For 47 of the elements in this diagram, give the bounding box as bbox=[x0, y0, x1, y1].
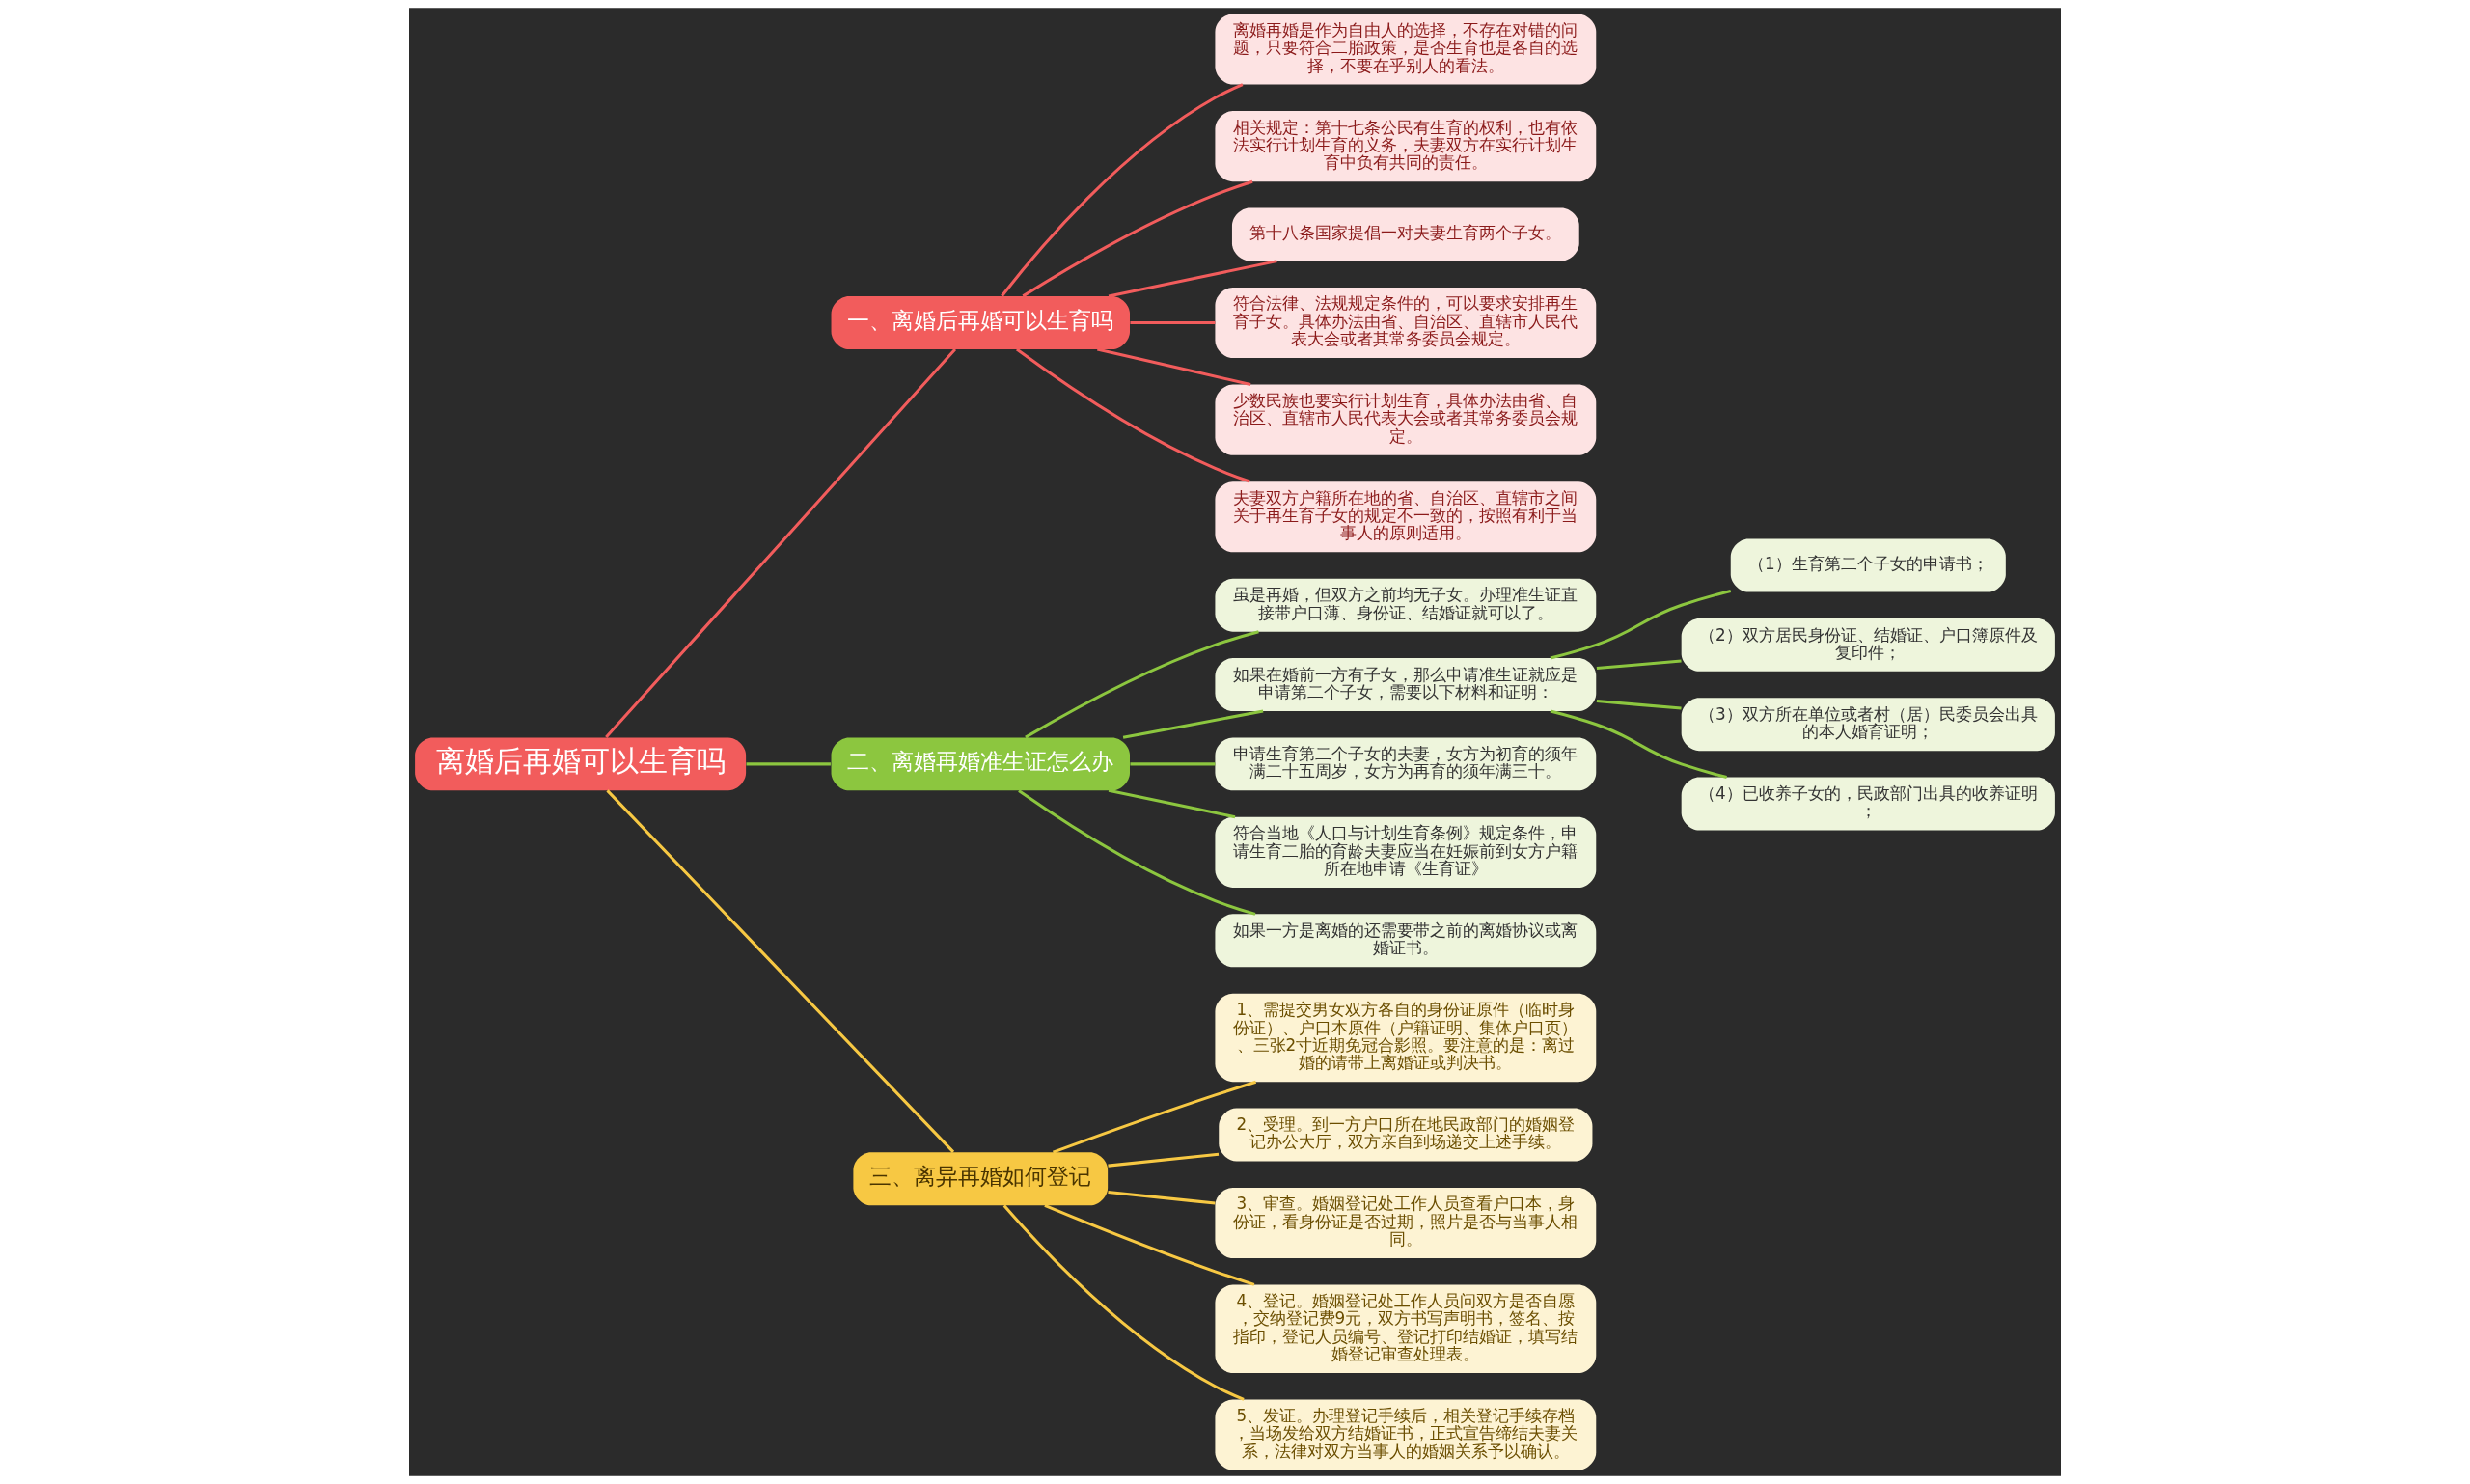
connector bbox=[746, 762, 831, 766]
node-box: （3）双方所在单位或者村（居）民委员会出具的本人婚育证明； bbox=[1681, 698, 2055, 752]
connector bbox=[1130, 321, 1216, 325]
connector bbox=[1016, 347, 1250, 483]
node-box: 虽是再婚，但双方之前均无子女。办理准生证直接带户口薄、身份证、结婚证就可以了。 bbox=[1215, 578, 1597, 632]
connector bbox=[1097, 347, 1251, 386]
node-box: 符合当地《人口与计划生育条例》规定条件，申请生育二胎的育龄夫妻应当在妊娠前到女方户籍所在地申请《生育证》 bbox=[1215, 816, 1597, 888]
connector bbox=[1002, 1204, 1245, 1401]
connector bbox=[1550, 709, 1727, 780]
connector bbox=[605, 348, 957, 738]
connector bbox=[1044, 1203, 1255, 1286]
connector bbox=[1018, 789, 1256, 916]
node-box: 三、离异再婚如何登记 bbox=[853, 1152, 1109, 1206]
node-box: 1、需提交男女双方各自的身份证原件（临时身份证）、户口本原件（户籍证明、集体户口页）、三张2寸近期免冠合影照。要注意的是：离过婚的请带上离婚证或判决书。 bbox=[1215, 993, 1597, 1083]
connector bbox=[1108, 1190, 1216, 1205]
node-box: 如果在婚前一方有子女，那么申请准生证就应是申请第二个子女，需要以下材料和证明： bbox=[1215, 658, 1597, 711]
node-box: （4）已收养子女的，民政部门出具的收养证明； bbox=[1681, 777, 2055, 831]
node-box: 相关规定：第十七条公民有生育的权利，也有依法实行计划生育的义务，夫妻双方在实行计划生育中负有共同的责任。 bbox=[1215, 111, 1597, 182]
connector bbox=[606, 789, 955, 1153]
connector bbox=[1550, 590, 1732, 660]
connector bbox=[1001, 83, 1244, 297]
node-box: 符合法律、法规规定条件的，可以要求安排再生育子女。具体办法由省、自治区、直辖市人民代表大会或者其常务委员会规定。 bbox=[1215, 287, 1597, 359]
connector bbox=[1108, 1152, 1220, 1168]
connector bbox=[1108, 788, 1236, 819]
node-box: 离婚后再婚可以生育吗 bbox=[415, 737, 747, 791]
node-box: 夫妻双方户籍所在地的省、自治区、直辖市之间关于再生育子女的规定不一致的，按照有利于当事人的原则适用。 bbox=[1215, 481, 1597, 553]
connector bbox=[1025, 630, 1259, 739]
node-box: 2、受理。到一方户口所在地民政部门的婚姻登记办公大厅，双方亲自到场递交上述手续。 bbox=[1219, 1108, 1593, 1162]
connector bbox=[1596, 700, 1682, 710]
node-box: 二、离婚再婚准生证怎么办 bbox=[831, 737, 1130, 791]
node-box: 4、登记。婚姻登记处工作人员问双方是否自愿，交纳登记费9元，双方书写声明书，签名、按指印，登记人员编号、登记打印结婚证，填写结婚登记审查处理表。 bbox=[1215, 1284, 1597, 1373]
connector bbox=[1130, 762, 1216, 766]
node-box: 一、离婚后再婚可以生育吗 bbox=[831, 296, 1130, 349]
connector bbox=[1122, 709, 1264, 739]
node-box: 如果一方是离婚的还需要带之前的离婚协议或离婚证书。 bbox=[1215, 914, 1597, 968]
connector bbox=[1022, 179, 1253, 298]
node-box: 申请生育第二个子女的夫妻，女方为初育的须年满二十五周岁，女方为再育的须年满三十。 bbox=[1215, 737, 1597, 791]
node-box: 5、发证。办理登记手续后，相关登记手续存档，当场发给双方结婚证书，正式宣告缔结夫妻关系，法律对双方当事人的婚姻关系予以确认。 bbox=[1215, 1399, 1597, 1470]
node-box: （1）生育第二个子女的申请书； bbox=[1730, 538, 2006, 592]
node-box: 3、审查。婚姻登记处工作人员查看户口本，身份证，看身份证是否过期，照片是否与当事人相同。 bbox=[1215, 1187, 1597, 1259]
node-box: 第十八条国家提倡一对夫妻生育两个子女。 bbox=[1231, 207, 1579, 261]
connector bbox=[1108, 260, 1277, 298]
node-box: （2）双方居民身份证、结婚证、户口簿原件及复印件； bbox=[1681, 618, 2055, 672]
connector bbox=[1596, 659, 1682, 671]
node-box: 少数民族也要实行计划生育，具体办法由省、自治区、直辖市人民代表大会或者其常务委员会规定。 bbox=[1215, 384, 1597, 455]
connector bbox=[1052, 1080, 1257, 1154]
node-box: 离婚再婚是作为自由人的选择，不存在对错的问题，只要符合二胎政策，是否生育也是各自的选择，不要在乎别人的看法。 bbox=[1215, 14, 1597, 85]
